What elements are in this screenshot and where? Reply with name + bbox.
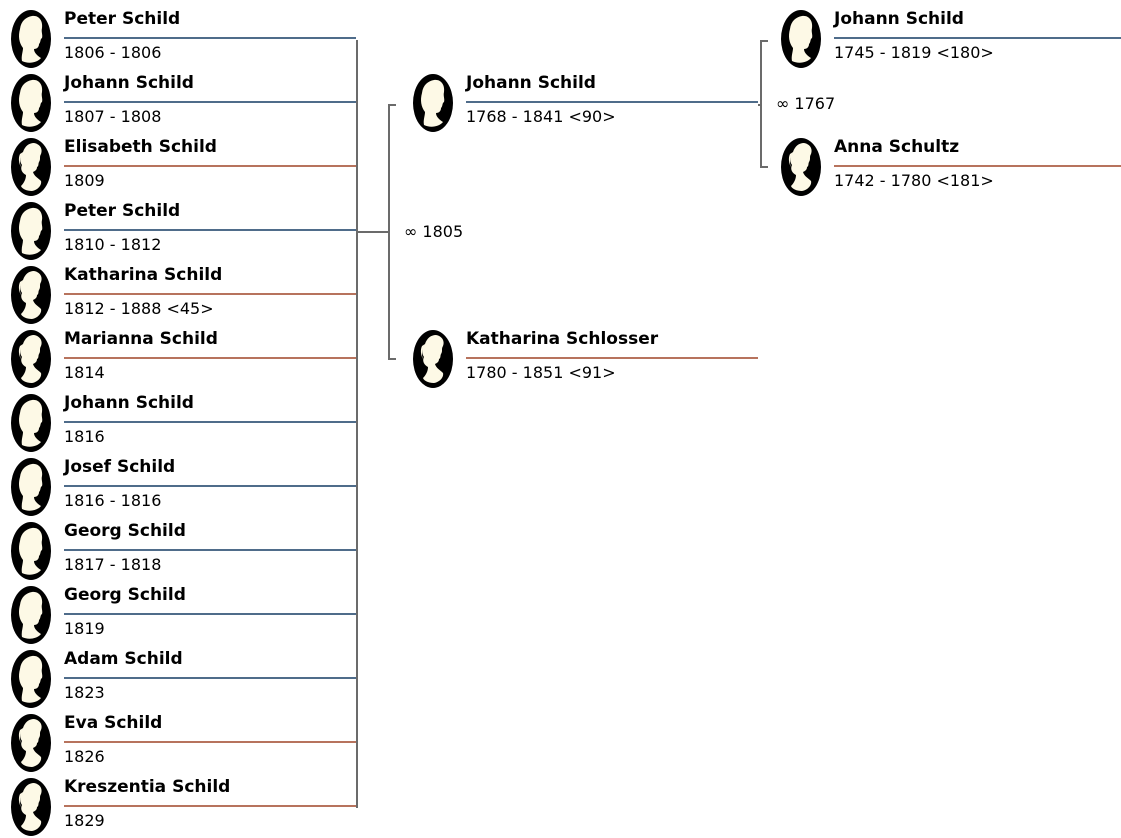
person-dates: 1806 - 1806: [64, 43, 162, 62]
person-underline: [64, 165, 356, 167]
person-name: Peter Schild: [64, 201, 181, 221]
person-dates: 1809: [64, 171, 105, 190]
female-silhouette-icon: [410, 328, 456, 390]
grandparents-bracket-top-tick: [760, 40, 768, 42]
person-dates: 1745 - 1819 <180>: [834, 43, 994, 62]
children-to-parents-connector: [356, 231, 390, 233]
male-silhouette-icon: [410, 72, 456, 134]
children-bracket-vertical: [356, 40, 358, 808]
female-silhouette-icon: [778, 136, 824, 198]
parents-bracket-top-tick: [388, 104, 396, 106]
person-underline: [64, 677, 356, 679]
male-silhouette-icon: [8, 392, 54, 454]
male-silhouette-icon: [8, 520, 54, 582]
person-name: Georg Schild: [64, 585, 186, 605]
person-dates: 1817 - 1818: [64, 555, 162, 574]
person-dates: 1742 - 1780 <181>: [834, 171, 994, 190]
person-underline: [834, 37, 1121, 39]
person-dates: 1819: [64, 619, 105, 638]
person-name: Katharina Schild: [64, 265, 223, 285]
person-dates: 1826: [64, 747, 105, 766]
person-underline: [834, 165, 1121, 167]
person-dates: 1780 - 1851 <91>: [466, 363, 616, 382]
male-silhouette-icon: [778, 8, 824, 70]
grandparents-bracket-bottom-tick: [760, 166, 768, 168]
person-underline: [466, 101, 758, 103]
person-name: Johann Schild: [834, 9, 964, 29]
male-silhouette-icon: [8, 456, 54, 518]
person-underline: [64, 101, 356, 103]
marriage-label-grandparents: ∞ 1767: [776, 94, 836, 113]
male-silhouette-icon: [8, 584, 54, 646]
person-underline: [64, 805, 356, 807]
person-name: Elisabeth Schild: [64, 137, 217, 157]
person-underline: [64, 357, 356, 359]
male-silhouette-icon: [8, 648, 54, 710]
female-silhouette-icon: [8, 328, 54, 390]
person-name: Marianna Schild: [64, 329, 218, 349]
male-silhouette-icon: [8, 8, 54, 70]
person-name: Johann Schild: [64, 73, 194, 93]
marriage-label-parents: ∞ 1805: [404, 222, 464, 241]
person-name: Katharina Schlosser: [466, 329, 659, 349]
person-underline: [64, 741, 356, 743]
person-underline: [64, 549, 356, 551]
female-silhouette-icon: [8, 264, 54, 326]
person-underline: [466, 357, 758, 359]
female-silhouette-icon: [8, 776, 54, 838]
person-name: Adam Schild: [64, 649, 183, 669]
person-dates: 1814: [64, 363, 105, 382]
person-name: Johann Schild: [64, 393, 194, 413]
person-underline: [64, 613, 356, 615]
person-name: Peter Schild: [64, 9, 181, 29]
person-dates: 1768 - 1841 <90>: [466, 107, 616, 126]
person-dates: 1812 - 1888 <45>: [64, 299, 214, 318]
person-underline: [64, 229, 356, 231]
person-underline: [64, 421, 356, 423]
person-underline: [64, 485, 356, 487]
person-dates: 1807 - 1808: [64, 107, 162, 126]
grandparents-bracket-vertical: [760, 40, 762, 168]
person-name: Eva Schild: [64, 713, 163, 733]
person-dates: 1816 - 1816: [64, 491, 162, 510]
person-name: Josef Schild: [64, 457, 176, 477]
female-silhouette-icon: [8, 136, 54, 198]
person-underline: [64, 293, 356, 295]
person-name: Kreszentia Schild: [64, 777, 231, 797]
person-dates: 1829: [64, 811, 105, 830]
person-dates: 1823: [64, 683, 105, 702]
parents-bracket-bottom-tick: [388, 358, 396, 360]
parents-bracket-vertical: [388, 104, 390, 360]
person-dates: 1810 - 1812: [64, 235, 162, 254]
person-name: Johann Schild: [466, 73, 596, 93]
person-underline: [64, 37, 356, 39]
female-silhouette-icon: [8, 712, 54, 774]
male-silhouette-icon: [8, 200, 54, 262]
person-name: Georg Schild: [64, 521, 186, 541]
person-dates: 1816: [64, 427, 105, 446]
male-silhouette-icon: [8, 72, 54, 134]
person-name: Anna Schultz: [834, 137, 960, 157]
